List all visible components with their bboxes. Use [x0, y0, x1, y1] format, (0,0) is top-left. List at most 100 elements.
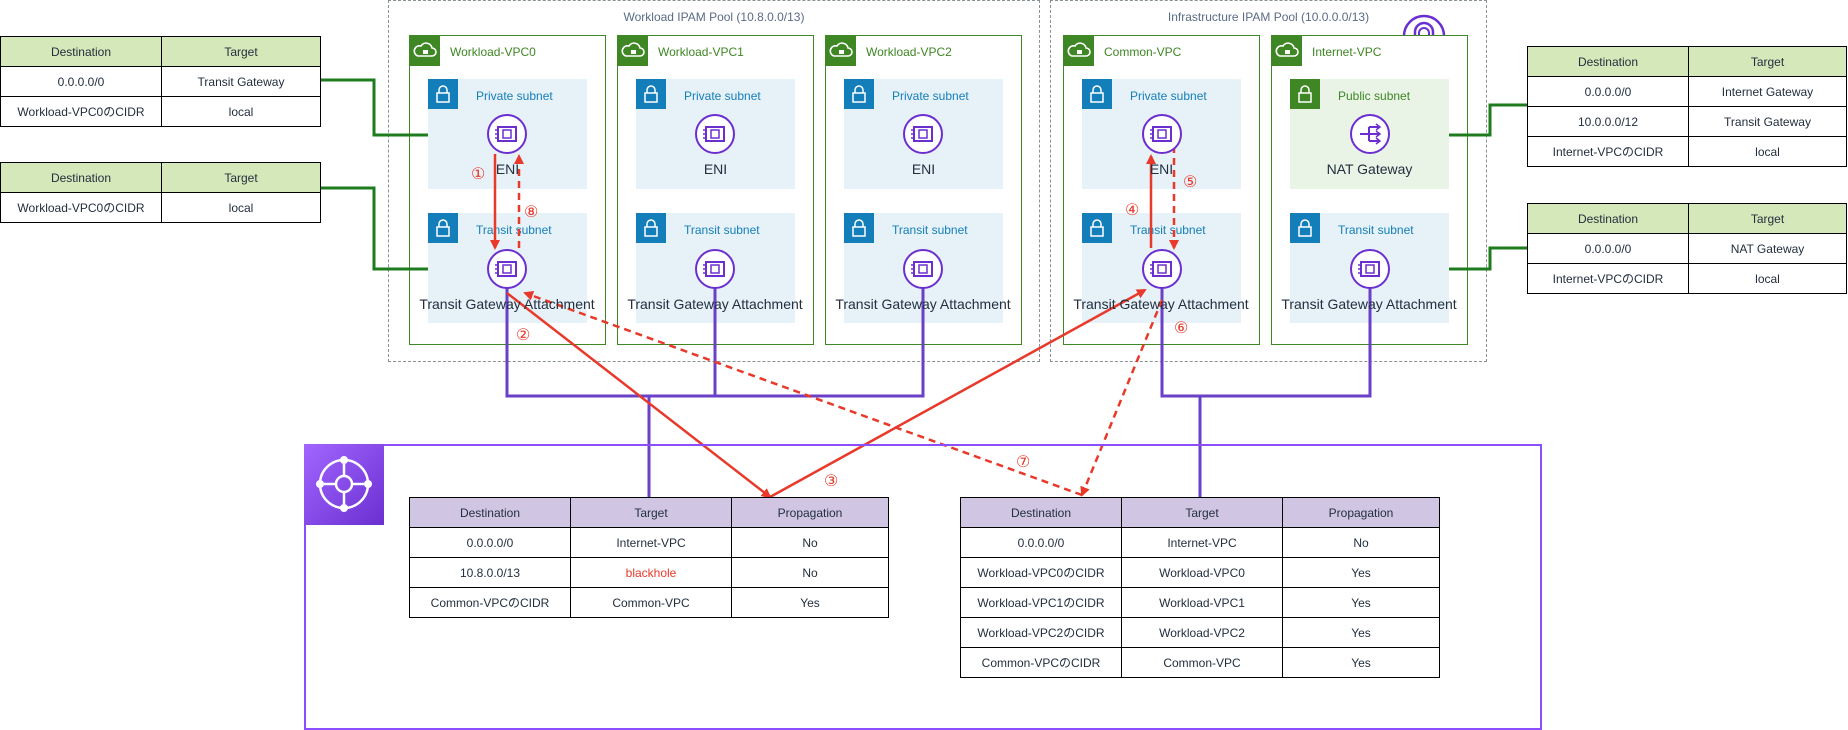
header-cell: Target — [1688, 203, 1847, 234]
lock-icon — [636, 213, 666, 243]
lock-icon — [1082, 79, 1112, 109]
attachment-label: Transit Gateway Attachment — [835, 296, 1011, 312]
table-cell: Workload-VPC1 — [1121, 587, 1283, 618]
private-subnet: Private subnet — [1082, 79, 1241, 189]
eni-label: ENI — [911, 161, 936, 177]
table-cell: Workload-VPC0のCIDR — [960, 557, 1122, 588]
table-cell: No — [1282, 527, 1440, 558]
table-cell: 0.0.0.0/0 — [1527, 233, 1689, 264]
cloud-lock-icon — [1064, 36, 1094, 66]
subnet-title: Transit subnet — [1130, 223, 1206, 237]
table-cell: Common-VPCのCIDR — [409, 587, 571, 618]
attachment-label: Transit Gateway Attachment — [419, 296, 595, 312]
network-interface-icon — [695, 114, 735, 154]
step-marker: ⑦ — [1016, 454, 1031, 471]
lock-icon — [1290, 79, 1320, 109]
header-cell: Target — [161, 36, 321, 67]
header-cell: Target — [1688, 46, 1847, 77]
table-cell: Yes — [1282, 617, 1440, 648]
table-cell: 10.0.0.0/12 — [1527, 106, 1689, 137]
table-cell: Internet-VPCのCIDR — [1527, 136, 1689, 167]
table-cell: Internet-VPC — [1121, 527, 1283, 558]
network-interface-icon — [1142, 114, 1182, 154]
table-cell: Workload-VPC0のCIDR — [0, 96, 162, 127]
lock-icon — [844, 79, 874, 109]
cloud-lock-icon — [618, 36, 648, 66]
cloud-lock-icon — [1272, 36, 1302, 66]
nat-gateway-label: NAT Gateway — [1326, 161, 1413, 177]
step-marker: ③ — [824, 473, 839, 490]
header-cell: Propagation — [1282, 497, 1440, 528]
header-cell: Target — [161, 162, 321, 193]
table-cell: Workload-VPC2のCIDR — [960, 617, 1122, 648]
table-cell: 0.0.0.0/0 — [960, 527, 1122, 558]
vpc-title: Workload-VPC2 — [866, 45, 952, 59]
vpc-title: Workload-VPC1 — [658, 45, 744, 59]
pool-title: Infrastructure IPAM Pool (10.0.0.0/13) — [1167, 10, 1370, 24]
header-cell: Destination — [1527, 203, 1689, 234]
table-cell: Transit Gateway — [1688, 106, 1847, 137]
subnet-title: Private subnet — [1130, 89, 1207, 103]
table-cell: Common-VPC — [570, 587, 732, 618]
table-cell: Yes — [1282, 647, 1440, 678]
vpc-title: Workload-VPC0 — [450, 45, 536, 59]
eni-label: ENI — [495, 161, 520, 177]
table-cell: Yes — [1282, 557, 1440, 588]
table-cell: Workload-VPC2 — [1121, 617, 1283, 648]
header-cell: Target — [1121, 497, 1283, 528]
step-marker: ④ — [1125, 202, 1140, 219]
table-cell: Workload-VPC0のCIDR — [0, 192, 162, 223]
table-cell: Workload-VPC1のCIDR — [960, 587, 1122, 618]
subnet-title: Transit subnet — [684, 223, 760, 237]
transit-gateway-icon — [304, 444, 384, 525]
table-cell: local — [1688, 136, 1847, 167]
attachment-label: Transit Gateway Attachment — [1281, 296, 1457, 312]
table-cell: Transit Gateway — [161, 66, 321, 97]
lock-icon — [844, 213, 874, 243]
table-cell: local — [161, 96, 321, 127]
table-cell: Yes — [731, 587, 889, 618]
table-cell: Workload-VPC0 — [1121, 557, 1283, 588]
attachment-label: Transit Gateway Attachment — [627, 296, 803, 312]
table-cell: Internet-VPCのCIDR — [1527, 263, 1689, 294]
subnet-title: Public subnet — [1338, 89, 1411, 103]
attachment-label: Transit Gateway Attachment — [1073, 296, 1249, 312]
subnet-title: Private subnet — [684, 89, 761, 103]
header-cell: Destination — [409, 497, 571, 528]
network-interface-icon — [487, 114, 527, 154]
table-cell: Yes — [1282, 587, 1440, 618]
vpc-title: Common-VPC — [1104, 45, 1182, 59]
table-cell: NAT Gateway — [1688, 233, 1847, 264]
step-marker: ② — [516, 327, 531, 344]
cloud-lock-icon — [826, 36, 856, 66]
header-cell: Target — [570, 497, 732, 528]
step-marker: ⑧ — [524, 204, 539, 221]
table-cell: local — [1688, 263, 1847, 294]
step-marker: ⑥ — [1174, 320, 1189, 337]
table-cell: No — [731, 557, 889, 588]
table-cell: Internet-VPC — [570, 527, 732, 558]
nat-gateway-icon — [1350, 114, 1390, 154]
step-marker: ① — [471, 166, 486, 183]
lock-icon — [428, 213, 458, 243]
network-interface-icon — [903, 249, 943, 289]
vpc-title: Internet-VPC — [1312, 45, 1382, 59]
subnet-title: Private subnet — [476, 89, 553, 103]
subnet-title: Transit subnet — [1338, 223, 1414, 237]
table-cell: 0.0.0.0/0 — [409, 527, 571, 558]
table-cell: 10.8.0.0/13 — [409, 557, 571, 588]
table-cell: No — [731, 527, 889, 558]
network-interface-icon — [1142, 249, 1182, 289]
header-cell: Destination — [0, 162, 162, 193]
infrastructure-ipam-pool: Infrastructure IPAM Pool (10.0.0.0/13) — [1050, 0, 1487, 362]
table-cell: Common-VPC — [1121, 647, 1283, 678]
header-cell: Destination — [1527, 46, 1689, 77]
lock-icon — [1082, 213, 1112, 243]
table-cell: Common-VPCのCIDR — [960, 647, 1122, 678]
